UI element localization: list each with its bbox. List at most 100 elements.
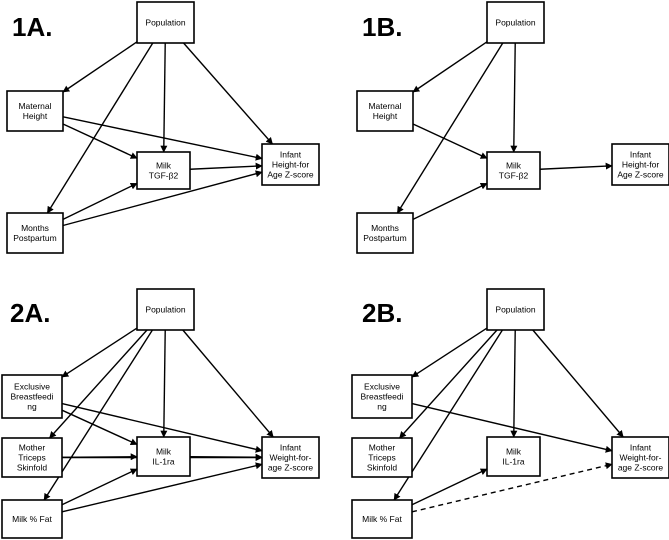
edge-2b-pop-to-mts — [399, 329, 498, 439]
edge-2b-pop-to-eb — [411, 327, 488, 378]
node-box — [6, 212, 64, 254]
node-box — [356, 90, 414, 132]
node-label-line: Breastfeedi — [11, 392, 54, 402]
node-box — [1, 437, 63, 478]
node-label-line: Triceps — [368, 453, 396, 463]
edge-1b-pop-to-mp — [396, 42, 504, 214]
node-2a-pop: Population — [136, 288, 195, 331]
node-label-line: Weight-for- — [270, 453, 312, 463]
edge-1a-mp-to-milk — [62, 182, 138, 221]
node-label-line: Maternal — [18, 101, 51, 111]
node-box — [261, 143, 320, 186]
node-label-line: Skinfold — [17, 463, 48, 473]
edge-2a-fat-to-milk — [61, 468, 138, 506]
node-label-line: IL-1ra — [152, 457, 174, 467]
edge-1a-pop-to-infant — [183, 42, 273, 145]
node-label-line: Height-for — [272, 160, 309, 170]
node-box — [1, 374, 63, 419]
node-box — [611, 143, 669, 186]
edge-2b-pop-to-milk — [510, 329, 518, 438]
node-label-line: Mother — [369, 443, 396, 453]
edge-1b-mh-to-milk — [412, 123, 488, 159]
node-box — [136, 436, 191, 477]
edge-2a-pop-to-milk — [160, 329, 168, 438]
node-box — [136, 288, 195, 331]
edge-2a-pop-to-infant — [182, 329, 274, 438]
node-label-line: ng — [27, 402, 37, 412]
node-label-line: Age Z-score — [617, 170, 664, 180]
node-label-line: TGF-β2 — [149, 171, 179, 181]
edge-1b-milk-to-infant — [539, 162, 613, 170]
node-box — [351, 374, 413, 419]
node-2a-fat: Milk % Fat — [1, 499, 63, 539]
node-label-line: Exclusive — [364, 382, 400, 392]
node-box — [136, 151, 191, 190]
node-box — [6, 90, 64, 132]
node-label-line: Milk % Fat — [12, 514, 52, 524]
node-box — [261, 436, 320, 479]
node-box — [136, 1, 195, 44]
node-box — [486, 1, 545, 44]
node-label-line: Postpartum — [363, 233, 406, 243]
node-label-line: Infant — [280, 150, 302, 160]
edge-2b-eb-to-infant — [411, 402, 613, 453]
node-label-line: Height — [23, 111, 48, 121]
edge-1b-mp-to-milk — [412, 182, 488, 221]
node-label-line: Breastfeedi — [361, 392, 404, 402]
node-box — [351, 499, 413, 539]
edge-2a-fat-to-infant — [61, 462, 263, 513]
node-label-line: Milk — [506, 161, 522, 171]
edge-2b-fat-to-milk — [411, 468, 488, 506]
node-label-line: Population — [495, 305, 535, 315]
edge-2a-milk-to-infant — [189, 453, 263, 461]
node-label-line: age Z-score — [618, 463, 664, 473]
node-label-line: Milk % Fat — [362, 514, 402, 524]
node-label-line: ng — [377, 402, 387, 412]
panel-label-1b: 1B. — [362, 12, 402, 42]
node-label-line: Milk — [156, 161, 172, 171]
node-label-line: Population — [145, 18, 185, 28]
node-2b-fat: Milk % Fat — [351, 499, 413, 539]
node-label-line: Milk — [506, 447, 522, 457]
edge-1a-mh-to-milk — [62, 123, 138, 159]
node-label-line: Postpartum — [13, 233, 56, 243]
node-box — [486, 288, 545, 331]
edge-1a-milk-to-infant — [189, 162, 263, 170]
node-label-line: Infant — [630, 443, 652, 453]
edge-1a-mp-to-infant — [62, 170, 263, 227]
edge-1a-mh-to-infant — [62, 116, 263, 161]
node-1a-pop: Population — [136, 1, 195, 44]
edge-2b-fat-to-infant — [411, 462, 613, 513]
node-label-line: TGF-β2 — [499, 171, 529, 181]
edge-2a-pop-to-mts — [49, 329, 148, 439]
edge-1a-pop-to-mp — [46, 42, 154, 214]
edge-2a-eb-to-milk — [61, 409, 138, 446]
node-label-line: Months — [21, 223, 49, 233]
node-label-line: Milk — [156, 447, 172, 457]
node-label-line: Infant — [280, 443, 302, 453]
node-label-line: Exclusive — [14, 382, 50, 392]
edge-1b-pop-to-milk — [510, 42, 518, 153]
edge-2a-eb-to-infant — [61, 402, 263, 453]
node-2b-pop: Population — [486, 288, 545, 331]
node-box — [486, 151, 541, 190]
edge-1a-pop-to-milk — [160, 42, 168, 153]
node-label-line: Triceps — [18, 453, 46, 463]
node-1b-pop: Population — [486, 1, 545, 44]
edge-1b-pop-to-mh — [412, 41, 488, 93]
node-box — [611, 436, 669, 479]
